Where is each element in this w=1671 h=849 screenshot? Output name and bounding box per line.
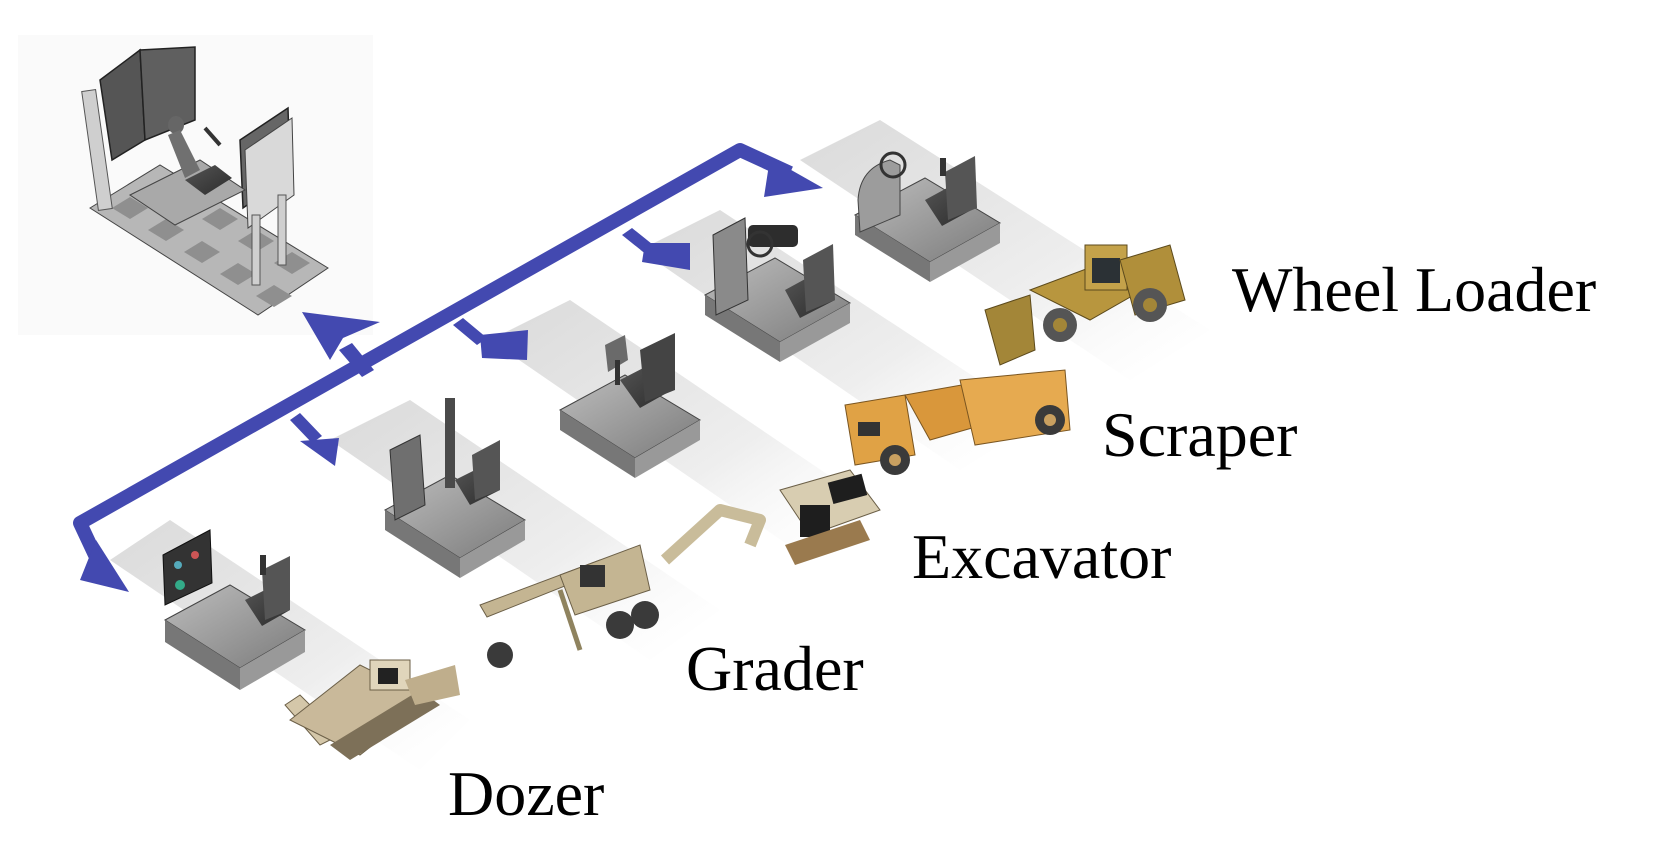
arrowhead-scraper [642, 243, 690, 270]
vehicle-scraper [844, 369, 1071, 475]
central-simulator [18, 35, 373, 335]
vehicle-excavator [660, 469, 881, 565]
simulator-grader [384, 398, 526, 578]
label-grader: Grader [686, 633, 864, 704]
operator-body [168, 130, 200, 178]
simulator-scraper [703, 217, 851, 362]
simulator-dozer [162, 529, 306, 690]
branch-excavator [453, 318, 487, 345]
operator-head [168, 116, 184, 134]
vehicle-grader [479, 544, 659, 668]
branch-central [339, 343, 374, 377]
distribution-arrows [73, 143, 793, 558]
arrowhead-excavator [480, 330, 528, 360]
label-wheel-loader: Wheel Loader [1232, 254, 1597, 325]
label-excavator: Excavator [912, 521, 1172, 592]
arrowhead-wheel-loader [764, 158, 823, 197]
arrowhead-grader [300, 438, 339, 466]
steering-wheel [879, 151, 907, 179]
operator-seat [185, 165, 232, 195]
arrow-trunk [73, 143, 793, 558]
label-dozer: Dozer [448, 758, 605, 829]
shadow-band-wheel-loader [800, 120, 1210, 380]
branch-grader [290, 413, 322, 443]
simulator-excavator [559, 333, 701, 478]
scraper-dashboard [748, 225, 798, 247]
arrow-heads [80, 158, 823, 592]
grader-control-column [445, 398, 455, 488]
vehicle-dozer [284, 659, 460, 760]
simulator-wheel-loader [853, 151, 1001, 282]
arrowhead-central [302, 312, 380, 360]
display-panel-center [139, 46, 196, 142]
arrowhead-dozer [80, 540, 129, 592]
label-scraper: Scraper [1102, 399, 1298, 470]
vehicle-wheel-loader [984, 244, 1186, 366]
